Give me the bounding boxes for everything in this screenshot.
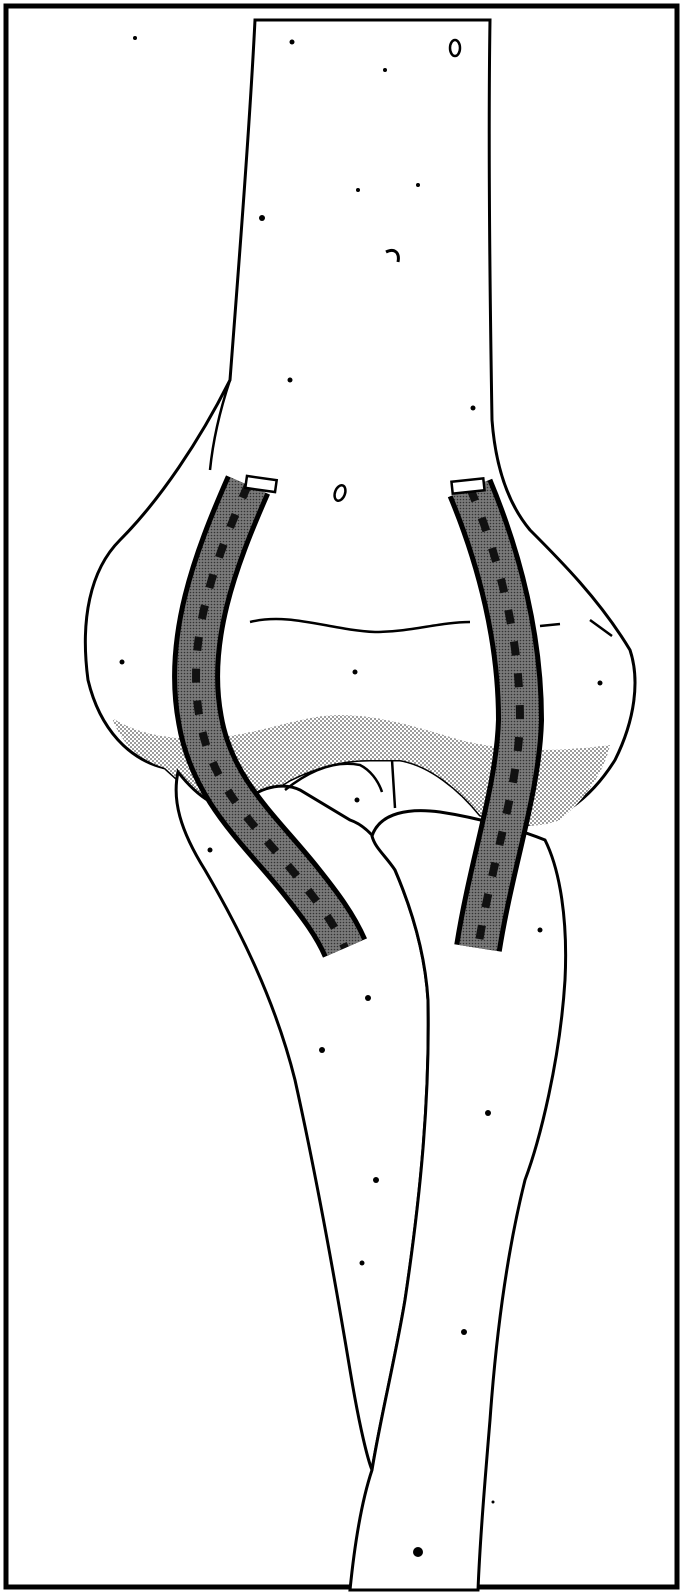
- graft-left-cap: [245, 476, 276, 492]
- graft-right-cap: [451, 478, 484, 493]
- joint-line-vertical: [392, 760, 395, 808]
- humerus-bone: [85, 20, 635, 825]
